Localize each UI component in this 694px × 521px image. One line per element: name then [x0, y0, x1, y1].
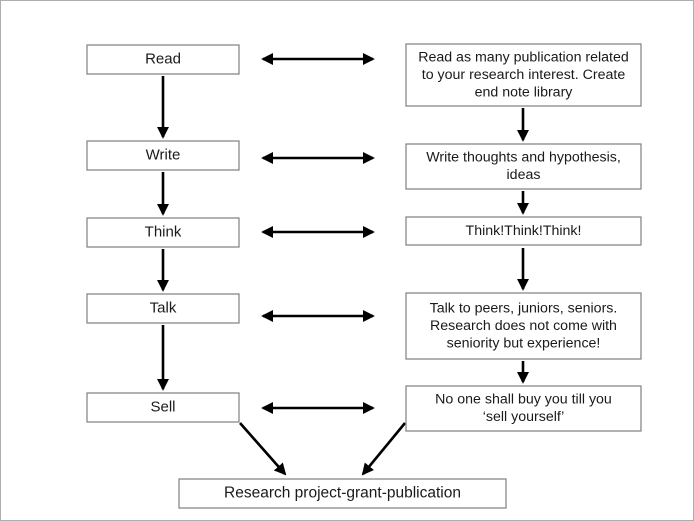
bidirectional-arrows-group [261, 53, 375, 414]
diagonal-arrow-sell-detail-to-outcome [361, 422, 407, 476]
detail-node-read-detail-label: to your research interest. Create [422, 67, 626, 83]
detail-node-read-detail-box[interactable] [405, 43, 642, 107]
stage-node-think-label: Think [145, 223, 182, 240]
stage-node-talk-box[interactable] [86, 293, 240, 324]
stage-node-read-box[interactable] [86, 44, 240, 75]
stage-node-read[interactable]: Read [86, 44, 240, 75]
stage-node-sell[interactable]: Sell [86, 392, 240, 423]
detail-nodes-group: Read as many publication related to your … [405, 43, 642, 432]
outcome-node-box[interactable] [178, 478, 507, 509]
detail-node-sell-detail-label: ‘sell yourself’ [483, 409, 564, 425]
diagonal-arrows-group [239, 422, 407, 476]
stage-node-sell-label: Sell [150, 398, 175, 415]
stage-node-write-label: Write [146, 146, 181, 163]
stage-node-think-box[interactable] [86, 217, 240, 248]
stage-node-talk[interactable]: Talk [86, 293, 240, 324]
detail-node-talk-detail-box[interactable] [405, 292, 642, 360]
stage-node-talk-label: Talk [150, 299, 177, 316]
detail-node-read-detail[interactable]: Read as many publication related to your … [405, 43, 642, 107]
outcome-node-label: Research project-grant-publication [224, 485, 461, 502]
outcome-node-group: Research project-grant-publication [178, 478, 507, 509]
outcome-node[interactable]: Research project-grant-publication [178, 478, 507, 509]
detail-node-think-detail-label: Think!Think!Think! [466, 223, 582, 239]
detail-node-sell-detail[interactable]: No one shall buy you till you‘sell yours… [405, 385, 642, 432]
detail-node-read-detail-label: end note library [475, 84, 574, 100]
detail-node-think-detail[interactable]: Think!Think!Think! [405, 216, 642, 246]
vertical-arrows-group [157, 76, 529, 391]
detail-node-write-detail[interactable]: Write thoughts and hypothesis,ideas [405, 143, 642, 190]
detail-node-talk-detail[interactable]: Talk to peers, juniors, seniors. Research… [405, 292, 642, 360]
detail-node-sell-detail-label: No one shall buy you till you [435, 392, 612, 408]
detail-node-read-detail-label: Read as many publication related [418, 49, 629, 65]
detail-node-talk-detail-label: seniority but experience! [447, 335, 601, 351]
detail-node-write-detail-label: ideas [507, 167, 541, 183]
detail-node-talk-detail-label: Research does not come with [430, 318, 617, 334]
detail-node-sell-detail-box[interactable] [405, 385, 642, 432]
diagonal-arrow-sell-to-outcome [239, 422, 287, 476]
detail-node-talk-detail-label: Talk to peers, juniors, seniors. [430, 300, 618, 316]
stage-node-read-label: Read [145, 50, 181, 67]
stage-node-think[interactable]: Think [86, 217, 240, 248]
detail-node-write-detail-box[interactable] [405, 143, 642, 190]
detail-node-write-detail-label: Write thoughts and hypothesis, [426, 150, 621, 166]
stage-node-write[interactable]: Write [86, 140, 240, 171]
detail-node-think-detail-box[interactable] [405, 216, 642, 246]
stage-node-sell-box[interactable] [86, 392, 240, 423]
stage-node-write-box[interactable] [86, 140, 240, 171]
